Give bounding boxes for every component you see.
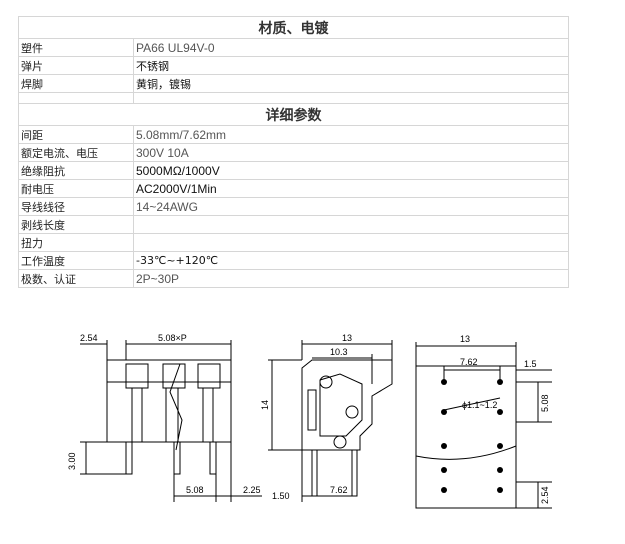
pcb-hole — [441, 443, 447, 449]
spec-value: 5000MΩ/1000V — [133, 161, 569, 180]
spec-row: 耐电压 AC2000V/1Min — [18, 179, 569, 198]
dim-label: 5.08 — [186, 485, 204, 495]
pcb-hole — [497, 467, 503, 473]
dim-label: 1.5 — [524, 359, 537, 369]
spec-value: -33℃~+120℃ — [133, 251, 569, 270]
dim-label: ϕ1.1~1.2 — [462, 400, 497, 410]
spec-value: 5.08mm/7.62mm — [133, 125, 569, 144]
dim-label: 1.50 — [272, 491, 290, 501]
dim-label: 7.62 — [460, 357, 478, 367]
pcb-holes — [441, 379, 503, 493]
spec-row: 间距 5.08mm/7.62mm — [18, 125, 569, 144]
spec-key: 扭力 — [18, 233, 134, 252]
spec-value: 黄铜，镀锡 — [133, 74, 569, 93]
spec-row: 扭力 — [18, 233, 569, 252]
spec-row: 工作温度 -33℃~+120℃ — [18, 251, 569, 270]
spec-key: 剥线长度 — [18, 215, 134, 234]
spec-key — [18, 92, 134, 104]
pcb-hole — [497, 379, 503, 385]
spec-table: 材质、电镀 塑件 PA66 UL94V-0 弹片 不锈钢 焊脚 黄铜，镀锡 详细… — [18, 16, 569, 288]
spec-key: 绝缘阻抗 — [18, 161, 134, 180]
spec-row: 焊脚 黄铜，镀锡 — [18, 74, 569, 93]
side-pin — [351, 449, 358, 497]
front-port — [125, 363, 149, 389]
dim-label: 13 — [460, 334, 470, 344]
spec-row: 绝缘阻抗 5000MΩ/1000V — [18, 161, 569, 180]
spec-key: 额定电流、电压 — [18, 143, 134, 162]
spec-key: 极数、认证 — [18, 269, 134, 288]
spec-key: 焊脚 — [18, 74, 134, 93]
dim-label: 10.3 — [330, 347, 348, 357]
front-port — [162, 363, 186, 389]
spec-value — [133, 233, 569, 252]
params-header-row: 详细参数 — [18, 103, 569, 126]
pcb-hole — [441, 379, 447, 385]
dim-label: 5.08 — [540, 394, 550, 412]
spec-key: 工作温度 — [18, 251, 134, 270]
spec-row: 极数、认证 2P~30P — [18, 269, 569, 288]
spring-clip — [169, 363, 183, 451]
dim-label: 2.54 — [80, 333, 98, 343]
front-view — [80, 340, 262, 502]
spec-row: 弹片 不锈钢 — [18, 56, 569, 75]
spec-key: 间距 — [18, 125, 134, 144]
dim-label: 14 — [260, 400, 270, 410]
dim-label: 13 — [342, 333, 352, 343]
material-section-title: 材质、电镀 — [18, 16, 569, 39]
side-view — [268, 340, 393, 502]
spec-value: 300V 10A — [133, 143, 569, 162]
pcb-hole — [441, 409, 447, 415]
side-hole — [333, 435, 347, 449]
material-header-row: 材质、电镀 — [18, 16, 569, 39]
pcb-layout — [415, 342, 552, 509]
side-hole — [345, 405, 359, 419]
pcb-hole — [497, 487, 503, 493]
pcb-break-line — [415, 445, 517, 460]
solder-pin — [125, 441, 133, 475]
front-body — [106, 359, 232, 443]
spec-value: 不锈钢 — [133, 56, 569, 75]
side-body — [301, 359, 393, 451]
pcb-hole — [497, 409, 503, 415]
side-hole — [319, 375, 333, 389]
technical-drawing: 2.54 5.08×P 3.00 5.08 2.25 13 10.3 14 1.… — [67, 333, 552, 509]
spec-row: 导线线径 14~24AWG — [18, 197, 569, 216]
spec-value — [133, 215, 569, 234]
pcb-hole — [441, 487, 447, 493]
dim-label: 7.62 — [330, 485, 348, 495]
front-port — [197, 363, 221, 389]
dim-label: 3.00 — [67, 452, 77, 470]
pcb-hole — [497, 443, 503, 449]
spec-value: 2P~30P — [133, 269, 569, 288]
spec-key: 塑件 — [18, 38, 134, 57]
solder-pin — [209, 441, 217, 475]
solder-pin — [173, 441, 181, 475]
spec-row: 塑件 PA66 UL94V-0 — [18, 38, 569, 57]
dim-label: 2.54 — [540, 486, 550, 504]
spec-key: 耐电压 — [18, 179, 134, 198]
empty-row — [18, 92, 569, 104]
spec-key: 导线线径 — [18, 197, 134, 216]
side-pin — [311, 449, 318, 497]
params-section-title: 详细参数 — [18, 103, 569, 126]
side-lever — [319, 373, 363, 437]
spec-value: 14~24AWG — [133, 197, 569, 216]
spec-row: 额定电流、电压 300V 10A — [18, 143, 569, 162]
spec-value: PA66 UL94V-0 — [133, 38, 569, 57]
spec-key: 弹片 — [18, 56, 134, 75]
side-slot — [307, 389, 317, 431]
spec-value: AC2000V/1Min — [133, 179, 569, 198]
pcb-hole — [441, 467, 447, 473]
spec-value — [133, 92, 569, 104]
spec-row: 剥线长度 — [18, 215, 569, 234]
dim-label: 2.25 — [243, 485, 261, 495]
pcb-outline — [415, 365, 517, 509]
dim-label: 5.08×P — [158, 333, 187, 343]
